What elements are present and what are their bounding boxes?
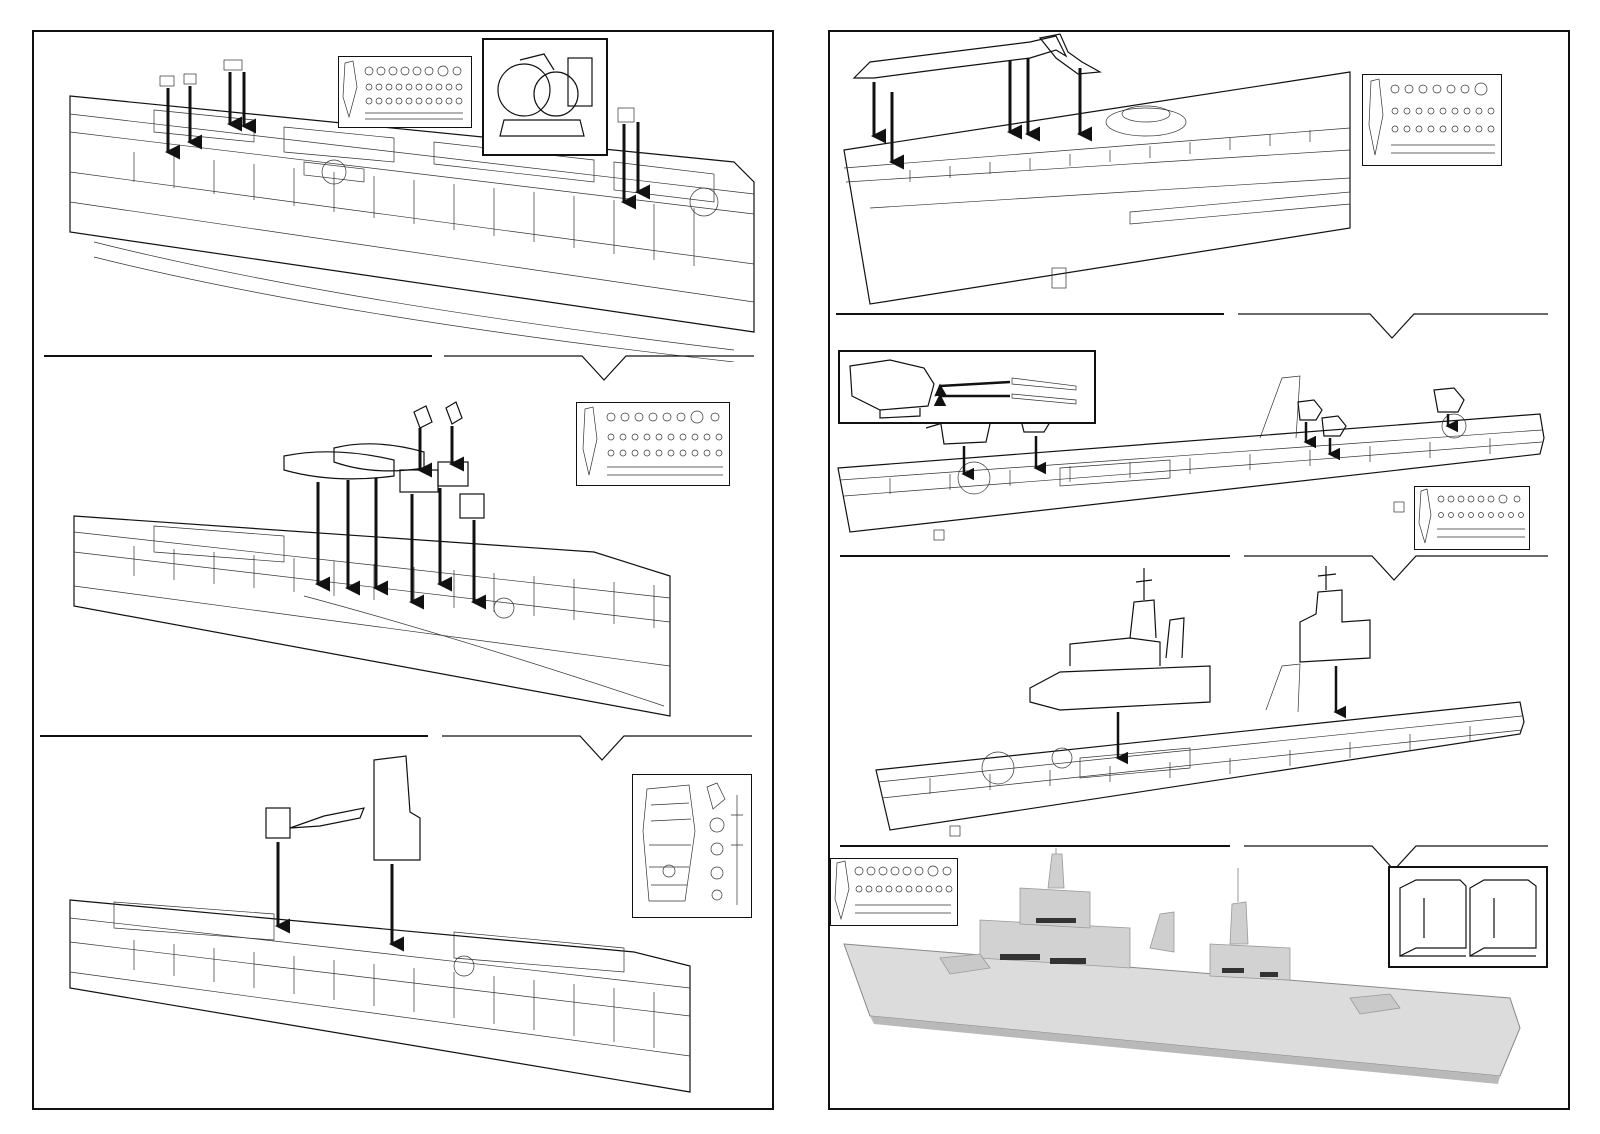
step-7-completed-model (843, 848, 1521, 1084)
completed-ship-render (843, 848, 1521, 1084)
step-divider-notch (44, 355, 754, 381)
boat-assembly (283, 401, 485, 519)
hull-drawing (875, 663, 1525, 837)
hull-drawing (837, 375, 1545, 541)
aft-mast-part (1299, 566, 1371, 663)
step-1-hull-aft-deck (69, 59, 755, 362)
photo-etch-fret-icon (632, 774, 752, 918)
crane-assembly (265, 755, 421, 861)
photo-etch-fret-icon (1414, 486, 1530, 550)
small-fitting-part-a (159, 75, 175, 87)
instruction-page-right (828, 30, 1570, 1110)
small-fitting-part-b (183, 73, 197, 85)
part-callouts (159, 59, 635, 123)
photo-etch-fret-icon (576, 402, 730, 486)
gun-barrel-part (1011, 377, 1077, 391)
ventilator-part (445, 401, 463, 425)
funnel-part (373, 755, 421, 861)
assembly-arrows (1115, 666, 1346, 765)
crane-jib-part (289, 807, 365, 829)
small-fitting-part-d (617, 107, 635, 123)
photo-etch-fret-icon (338, 56, 472, 128)
photo-etch-fret-icon (830, 858, 958, 926)
ventilator-part (413, 405, 433, 429)
turret-part (1433, 387, 1465, 413)
assembly-arrows (871, 58, 1092, 170)
hull-drawing (69, 95, 755, 362)
hull-drawing (73, 515, 671, 717)
locker-part (459, 493, 485, 519)
gun-barrel-part (1011, 393, 1077, 405)
turret-house-part (849, 359, 935, 411)
deckhouse-part (399, 469, 439, 493)
assembly-arrows (315, 426, 486, 610)
assembly-arrows (165, 72, 650, 210)
step-5-gun-turrets (837, 375, 1545, 541)
hull-drawing (69, 899, 691, 1093)
step-6-superstructure (875, 566, 1525, 837)
deckhouse-part (437, 461, 469, 487)
detail-inset-screens (1388, 866, 1548, 968)
step-3-crane-and-funnel (69, 755, 691, 1093)
turret-part (1297, 399, 1323, 421)
small-fitting-part-c (223, 59, 243, 71)
crane-pedestal-part (265, 807, 291, 839)
detail-inset-mount (482, 38, 608, 156)
step-divider-notch (40, 735, 752, 761)
assembly-arrows (275, 842, 404, 952)
assembly-arrows (961, 414, 1458, 481)
step-2-boats-and-davits (73, 401, 671, 717)
turret-part (1321, 415, 1347, 437)
left-arrow-icon (934, 380, 1011, 397)
hull-drawing (843, 71, 1351, 305)
instruction-page-left (32, 30, 774, 1110)
photo-etch-fret-icon (1362, 74, 1502, 166)
step-divider-notch (840, 555, 1548, 581)
step-4-bow-deck (843, 33, 1351, 305)
bridge-superstructure-part (1029, 568, 1211, 711)
detail-inset-gun-barrels (838, 350, 1096, 424)
railing-part (852, 33, 1102, 79)
step-divider-notch (836, 313, 1548, 339)
lifeboat-part (283, 451, 395, 480)
